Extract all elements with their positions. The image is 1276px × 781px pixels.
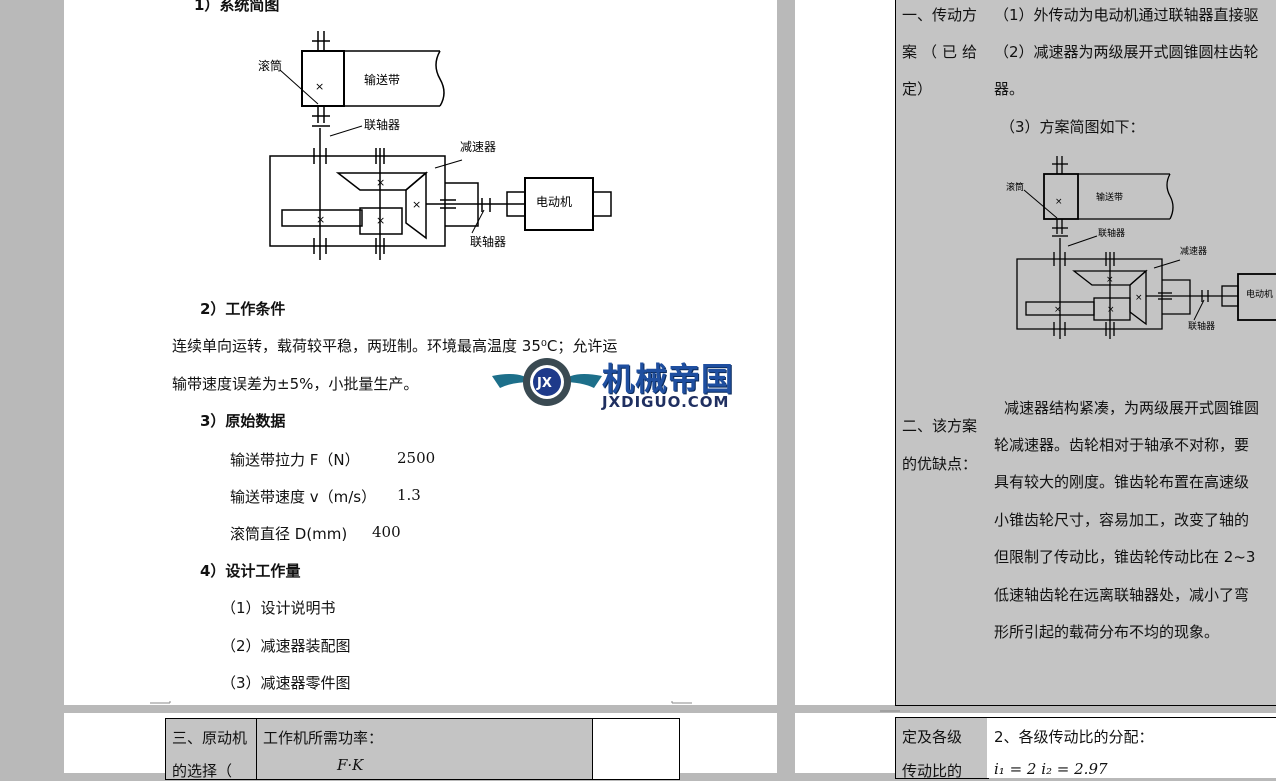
section-heading-conditions: 2）工作条件: [200, 300, 286, 318]
right-next-text: 2、各级传动比的分配：: [994, 728, 1154, 746]
row1-label-2: 案（已给: [902, 43, 983, 61]
row2-line-4: 小锥齿轮尺寸，容易加工，改变了轴的: [994, 511, 1250, 529]
svg-text:×: ×: [1054, 305, 1062, 315]
row1-line-2: （2）减速器为两级展开式圆锥圆柱齿轮: [994, 43, 1259, 61]
work-item-2: （2）减速器装配图: [221, 637, 351, 655]
section-heading-diagram: 1）系统简图: [194, 0, 280, 14]
row1-line-1: （1）外传动为电动机通过联轴器直接驱: [994, 6, 1259, 24]
data-label-speed: 输送带速度 v（m/s）: [230, 488, 377, 506]
table-label-motor: 三、原动机: [172, 729, 248, 747]
right-next-formula: i₁ = 2 i₂ = 2.97: [994, 760, 1108, 778]
section-heading-data: 3）原始数据: [200, 412, 286, 430]
svg-text:×: ×: [376, 214, 385, 227]
row1-label-3: 定）: [902, 80, 933, 98]
table-cell-result: [592, 718, 680, 780]
svg-text:×: ×: [315, 80, 324, 93]
label-belt: 输送带: [364, 72, 400, 87]
row1-line-3: 器。: [994, 80, 1025, 98]
small-label-belt: 输送带: [1096, 191, 1123, 203]
svg-text:×: ×: [1107, 305, 1115, 315]
work-item-1: （1）设计说明书: [221, 599, 336, 617]
right-next-label-2: 传动比的: [902, 762, 963, 780]
label-motor: 电动机: [536, 195, 572, 209]
table-formula: F·K: [337, 756, 364, 774]
row2-line-3: 具有较大的刚度。锥齿轮布置在高速级: [994, 473, 1250, 491]
data-value-speed: 1.3: [397, 486, 421, 504]
small-label-coupling-top: 联轴器: [1098, 227, 1125, 239]
work-item-3: （3）减速器零件图: [221, 674, 351, 692]
svg-text:×: ×: [1135, 293, 1143, 303]
svg-text:×: ×: [412, 198, 421, 211]
row2-label-1: 二、该方案: [902, 417, 978, 435]
small-label-drum: 滚筒: [1006, 181, 1024, 193]
small-label-motor: 电动机: [1246, 288, 1273, 300]
data-value-force: 2500: [397, 449, 436, 467]
section-heading-workload: 4）设计工作量: [200, 562, 301, 580]
conditions-line-1: 连续单向运转，载荷较平稳，两班制。环境最高温度 35⁰C；允许运: [172, 337, 618, 355]
row2-label-2: 的优缺点：: [902, 455, 978, 473]
conditions-line-2: 输带速度误差为±5%，小批量生产。: [172, 375, 419, 393]
left-page: [64, 0, 777, 705]
row1-line-4: （3）方案简图如下：: [1000, 118, 1145, 136]
data-label-force: 输送带拉力 F（N）: [230, 451, 360, 469]
small-label-reducer: 减速器: [1180, 245, 1207, 257]
right-table-content-col: [987, 0, 1276, 706]
watermark-logo: JX 机械帝国 JXDIGUO.COM: [492, 352, 784, 414]
label-coupling-top: 联轴器: [364, 117, 400, 132]
svg-text:×: ×: [376, 176, 385, 189]
label-reducer: 减速器: [460, 140, 496, 154]
row2-line-6: 低速轴齿轮在远离联轴器处，减小了弯: [994, 586, 1250, 604]
row1-label-1: 一、传动方: [902, 6, 978, 24]
system-diagram-small: × × × × × 滚筒 输送带 联轴器 减速器 电动机 联轴器: [1006, 156, 1276, 339]
system-diagram: × × × × ×: [258, 31, 612, 260]
data-value-diameter: 400: [372, 523, 401, 541]
row2-line-2: 轮减速器。齿轮相对于轴承不对称，要: [994, 436, 1250, 454]
row2-line-5: 但限制了传动比，锥齿轮传动比在 2~3: [994, 548, 1256, 566]
svg-text:×: ×: [1055, 197, 1063, 207]
svg-text:×: ×: [1106, 275, 1114, 285]
data-label-diameter: 滚筒直径 D(mm): [230, 525, 348, 543]
watermark-en: JXDIGUO.COM: [602, 393, 730, 411]
label-coupling-bottom: 联轴器: [470, 234, 506, 249]
right-next-label-1: 定及各级: [902, 728, 963, 746]
watermark-cn: 机械帝国: [602, 360, 735, 398]
table-power-text: 工作机所需功率：: [263, 729, 384, 747]
label-drum: 滚筒: [258, 58, 282, 73]
svg-text:×: ×: [316, 213, 325, 226]
svg-text:JX: JX: [536, 376, 552, 391]
small-label-coupling-bottom: 联轴器: [1188, 320, 1215, 332]
table-label-motor-2: 的选择（: [172, 762, 233, 780]
row2-line-7: 形所引起的载荷分布不均的现象。: [994, 623, 1220, 641]
row2-line-1: 减速器结构紧凑，为两级展开式圆锥圆: [1004, 399, 1260, 417]
right-table-label-col: [895, 0, 989, 706]
gear-icon: JX: [492, 358, 602, 406]
